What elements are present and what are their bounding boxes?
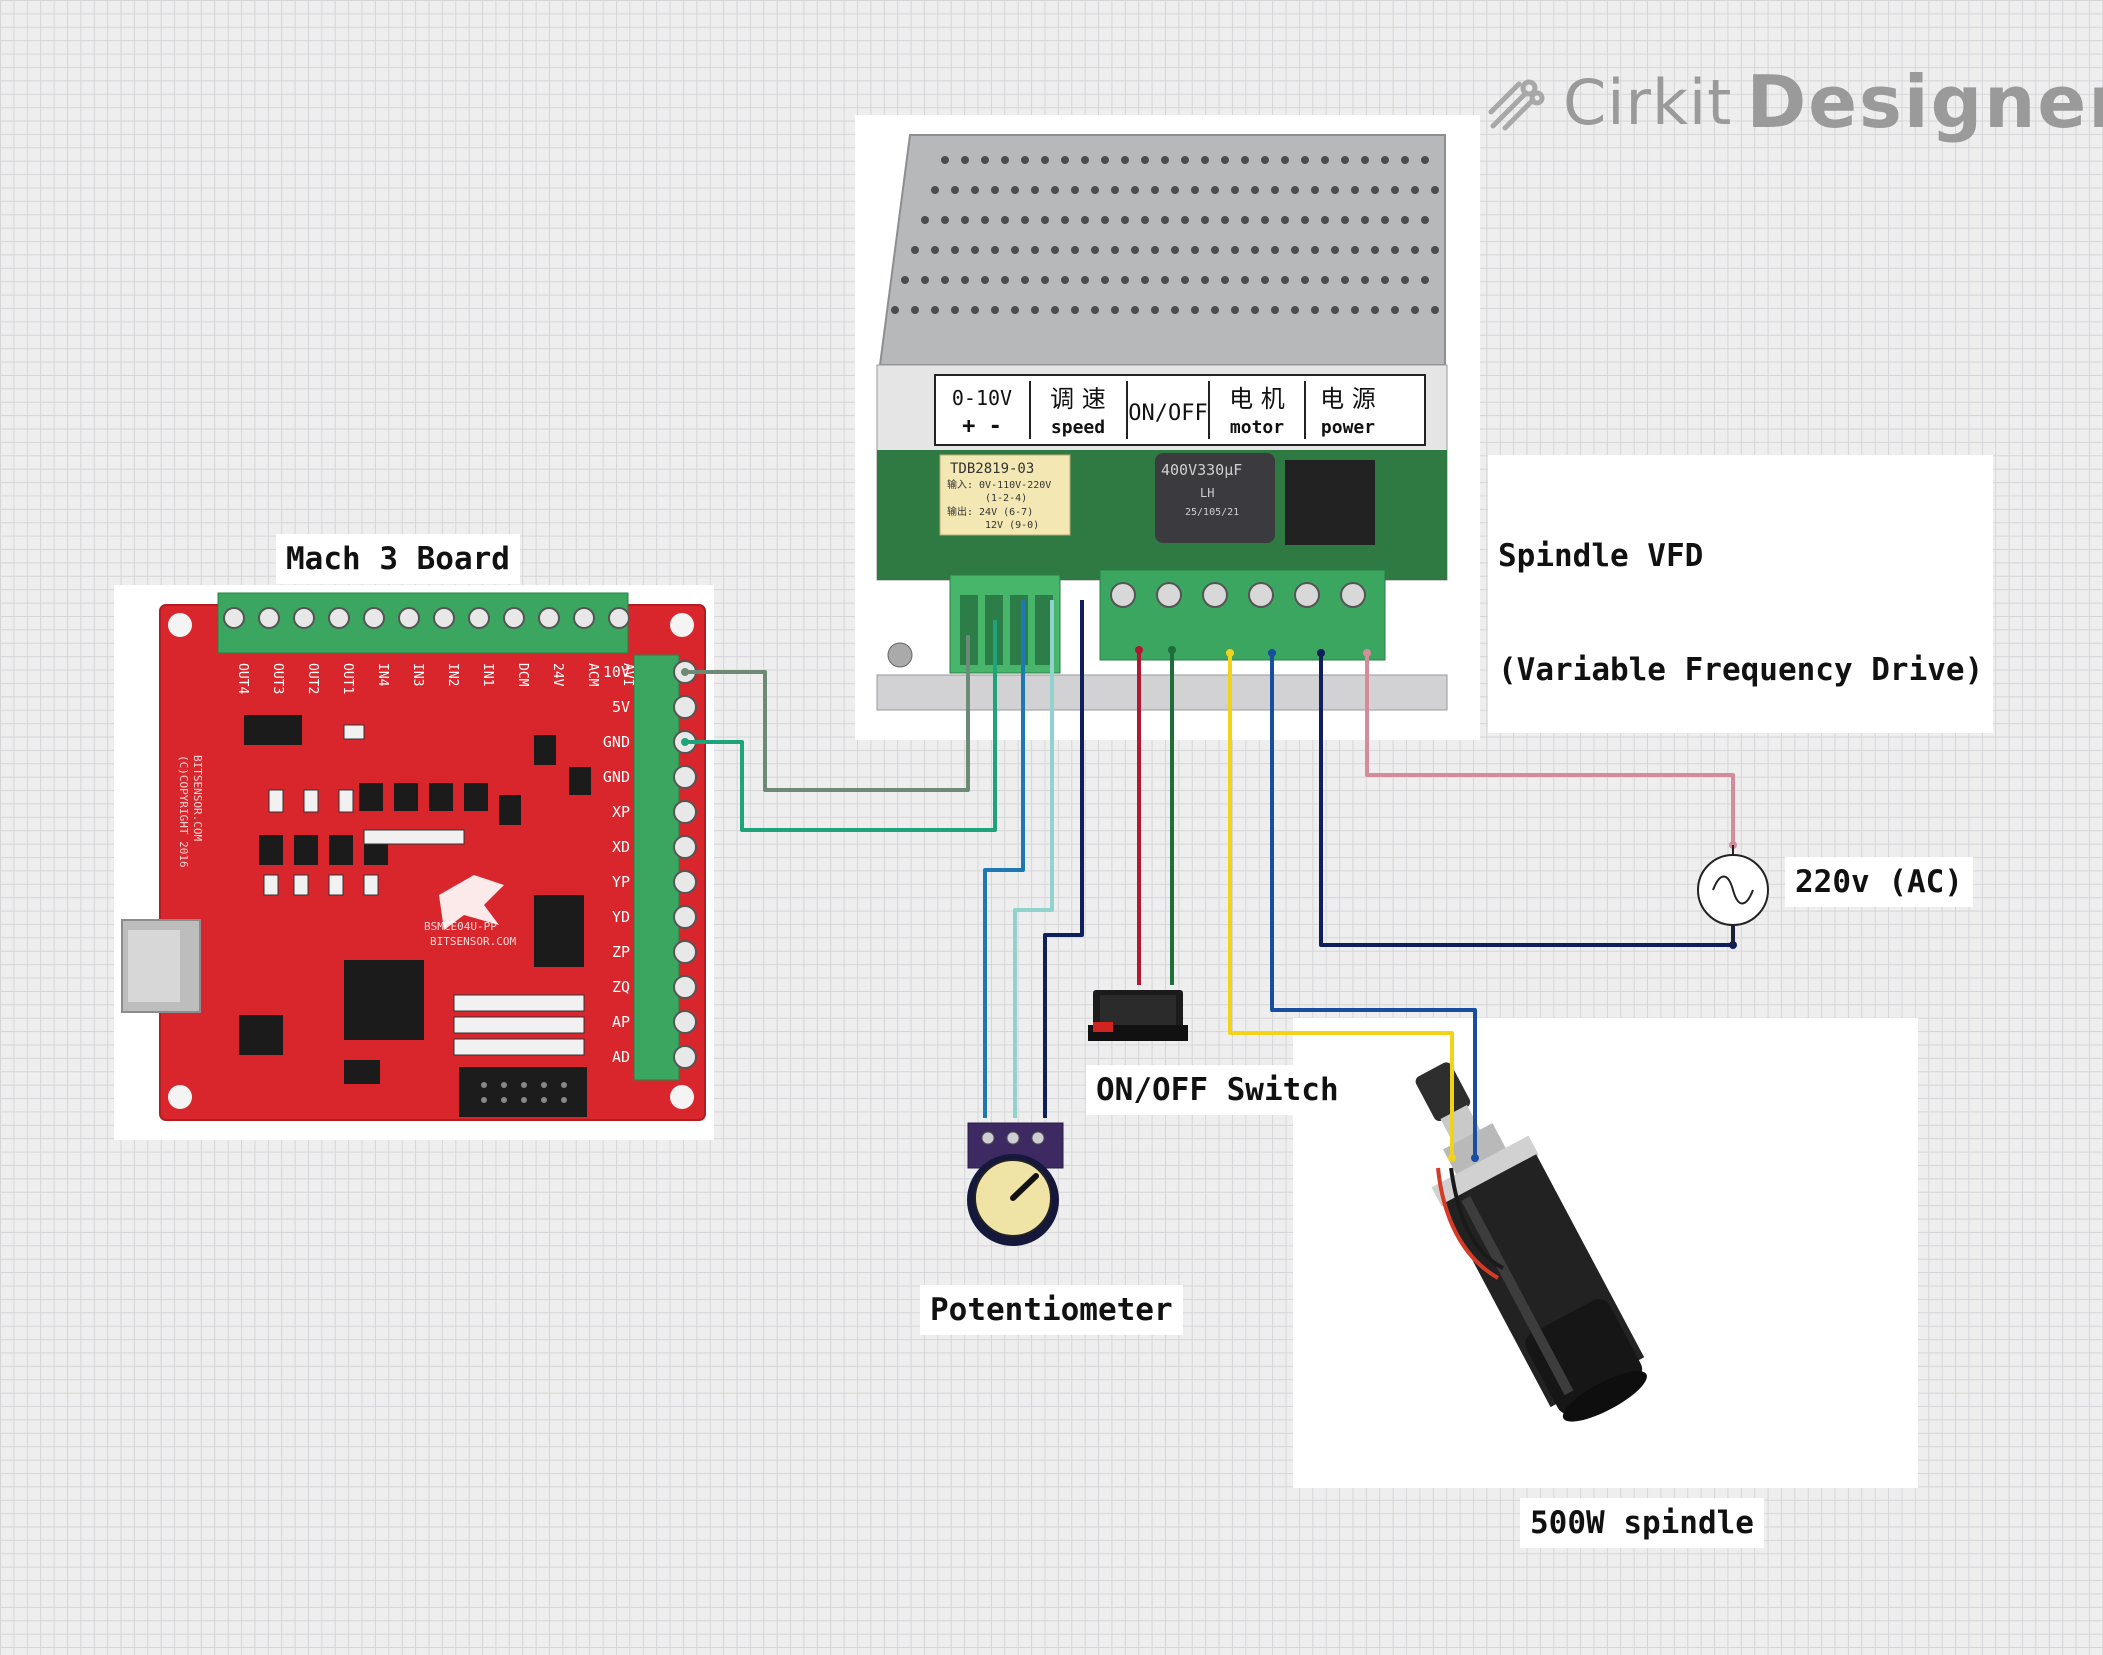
side-pin-label: 5V xyxy=(612,698,630,716)
switch-label: ON/OFF Switch xyxy=(1086,1065,1349,1115)
vfd-label-tiaosu: 调 速 xyxy=(1050,385,1106,413)
silkscreen-text: BSMCE04U-PP xyxy=(424,920,497,933)
ac-source-icon[interactable] xyxy=(1697,845,1769,945)
spindle-label: 500W spindle xyxy=(1520,1498,1764,1548)
vfd-label-plus-minus: + - xyxy=(962,414,1002,439)
top-pin-label: OUT1 xyxy=(340,663,355,694)
vent-holes xyxy=(891,156,1439,314)
vfd-label-line2: (Variable Frequency Drive) xyxy=(1498,652,1984,688)
on-off-switch[interactable] xyxy=(1088,985,1188,1047)
usb-port-icon xyxy=(121,919,201,1013)
spindle-motor[interactable] xyxy=(1293,1018,1918,1488)
top-terminal-screws xyxy=(223,607,630,629)
side-pin-label: XD xyxy=(612,838,630,856)
wire-endpoints xyxy=(681,646,1737,1162)
small-components xyxy=(263,724,585,1056)
transformer-text: 输出: 24V (6-7) xyxy=(947,505,1033,518)
wire-pot-2 xyxy=(1013,600,1054,1118)
wire-pot-3 xyxy=(1043,600,1084,1118)
wire-10v-to-vfd xyxy=(685,635,970,792)
side-pin-label: GND xyxy=(603,768,630,786)
vfd-label-dianji: 电 机 xyxy=(1229,385,1285,413)
side-pin-label: 10V xyxy=(603,663,630,681)
potentiometer-label: Potentiometer xyxy=(920,1285,1183,1335)
silkscreen-text: BITSENSOR.COM xyxy=(430,935,516,948)
vfd-label-motor: motor xyxy=(1230,417,1284,438)
vfd-label-0-10v: 0-10V xyxy=(952,386,1012,410)
transformer-text: (1-2-4) xyxy=(985,493,1027,504)
vfd-label-power: power xyxy=(1321,417,1375,438)
side-pin-label: AD xyxy=(612,1048,630,1066)
side-pin-label: XP xyxy=(612,803,630,821)
vfd-label-onoff: ON/OFF xyxy=(1128,401,1207,426)
knob-icon xyxy=(967,1154,1059,1246)
vfd-label-line1: Spindle VFD xyxy=(1498,538,1704,574)
side-pin-label: GND xyxy=(603,733,630,751)
top-pin-label: AVI xyxy=(620,663,635,686)
top-pin-label: 24V xyxy=(550,663,565,687)
cirkit-watermark: Cirkit Designer xyxy=(1485,60,2103,144)
top-pin-label: DCM xyxy=(515,663,530,687)
capacitor-text: 400V330μF xyxy=(1161,461,1242,479)
transformer-text: 12V (9-0) xyxy=(985,520,1039,531)
vfd-label: Spindle VFD (Variable Frequency Drive) xyxy=(1488,455,1994,733)
wire-gnd-to-vfd xyxy=(685,620,997,832)
capacitor-text: 25/105/21 xyxy=(1185,507,1239,518)
mach3-board[interactable]: OUT4 OUT3 OUT2 OUT1 IN4 IN3 IN2 IN1 DCM … xyxy=(114,585,714,1140)
mach3-board-label: Mach 3 Board xyxy=(276,534,520,584)
side-pin-label: ZQ xyxy=(612,978,630,996)
top-pin-label: OUT2 xyxy=(305,663,320,694)
transformer-text: TDB2819-03 xyxy=(950,461,1034,477)
side-pin-label: YD xyxy=(612,908,630,926)
wire-pot-1 xyxy=(983,600,1025,1118)
wire-power-2 xyxy=(1365,653,1735,845)
top-pin-label: OUT4 xyxy=(235,663,250,694)
top-pin-label: IN2 xyxy=(445,663,460,686)
wire-motor-1 xyxy=(1228,653,1454,1158)
capacitor-text: LH xyxy=(1200,486,1214,500)
side-terminal-screws xyxy=(673,660,697,1069)
top-pin-label: IN1 xyxy=(480,663,495,686)
potentiometer[interactable] xyxy=(958,1118,1068,1248)
top-pin-label: OUT3 xyxy=(270,663,285,694)
silkscreen-text: BITSENSOR.COM xyxy=(191,755,204,841)
ac-source-label: 220v (AC) xyxy=(1785,857,1973,907)
vfd-label-speed: speed xyxy=(1051,417,1105,438)
side-pin-label: YP xyxy=(612,873,630,891)
wire-motor-2 xyxy=(1270,653,1477,1158)
spindle-vfd[interactable]: 0-10V + - 调 速 speed ON/OFF 电 机 motor 电 源… xyxy=(855,115,1480,740)
cirkit-logo-icon xyxy=(1488,79,1545,131)
side-pin-label: ZP xyxy=(612,943,630,961)
top-pin-label: IN3 xyxy=(410,663,425,686)
top-pin-label: ACM xyxy=(585,663,600,687)
side-pin-label: AP xyxy=(612,1013,630,1031)
brand-bold-text: Designer xyxy=(1746,60,2103,144)
vfd-label-dianyuan: 电 源 xyxy=(1320,385,1376,413)
transformer-text: 输入: 0V-110V-220V xyxy=(947,478,1051,491)
brand-light-text: Cirkit xyxy=(1563,65,1733,139)
top-pin-label: IN4 xyxy=(375,663,390,687)
silkscreen-text: (C)COPYRIGHT 2016 xyxy=(177,755,190,868)
